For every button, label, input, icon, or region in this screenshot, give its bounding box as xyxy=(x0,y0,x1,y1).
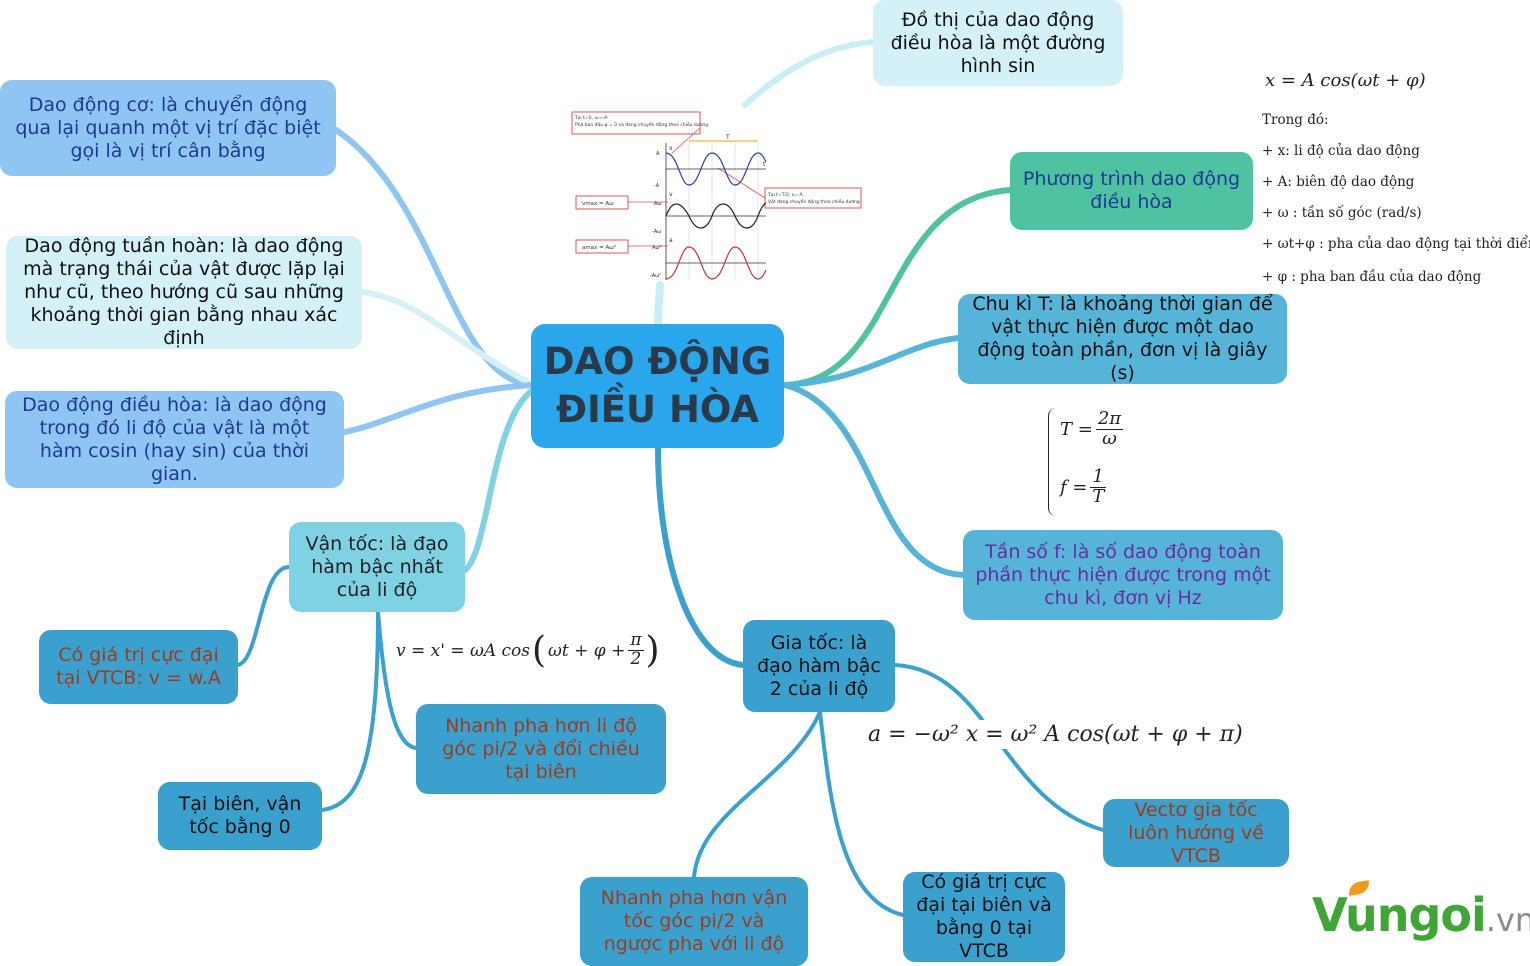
link-dieu-hoa xyxy=(342,382,536,435)
oscillation-graph: Tại t=0, x₀=-A Pha ban đầu φ = 0 và đang… xyxy=(571,111,862,280)
legend-item: + A: biên độ dao động xyxy=(1262,174,1415,190)
period-row: T = 2π ω xyxy=(1060,408,1124,449)
note-box-start xyxy=(571,111,701,135)
node-chu-ki[interactable]: Chu kì T: là khoảng thời gian để vật thự… xyxy=(958,293,1287,384)
link-chu-ki xyxy=(782,335,961,388)
brace xyxy=(1048,408,1057,516)
frequency-fraction: 1 T xyxy=(1090,466,1106,507)
tick-A: A xyxy=(656,151,660,157)
vmax-box xyxy=(575,195,629,210)
paren-close: ) xyxy=(645,630,660,671)
vungoi-logo[interactable]: Vungoi.vn xyxy=(1312,880,1530,942)
velocity-curve xyxy=(665,202,767,229)
frequency-row: f = 1 T xyxy=(1060,466,1106,507)
note-half-line2: Vật đang chuyển động theo chiều dương xyxy=(768,197,860,205)
node-dieu-hoa[interactable]: Dao động điều hòa: là dao động trong đó … xyxy=(5,391,344,488)
link-tan-so xyxy=(782,382,966,578)
amax-label: amax = Aω² xyxy=(582,244,616,251)
velocity-inner: ωt + φ + xyxy=(548,640,626,661)
formula-acceleration: a = −ω² x = ω² A cos(ωt + φ + π) xyxy=(864,720,1247,749)
node-amax[interactable]: Có giá trị cực đại tại biên và bằng 0 tạ… xyxy=(903,871,1065,962)
link-do-thi xyxy=(742,39,876,108)
period-lhs: T = xyxy=(1060,418,1093,440)
node-nhanh-pha-a[interactable]: Nhanh pha hơn vận tốc góc pi/2 và ngược … xyxy=(580,877,808,966)
velocity-lhs: v = x' = ωA cos xyxy=(396,640,530,661)
node-dao-dong-co[interactable]: Dao động cơ: là chuyển động qua lại quan… xyxy=(0,80,336,176)
node-nhanh-pha-v[interactable]: Nhanh pha hơn li độ góc pi/2 và đổi chiề… xyxy=(416,704,666,794)
period-label: T xyxy=(725,134,730,141)
fraction-numerator: π xyxy=(628,630,644,651)
link-vmax xyxy=(236,565,291,667)
legend-item: + ω : tần số góc (rad/s) xyxy=(1262,205,1422,221)
link-gia-toc xyxy=(655,445,746,668)
legend-title: Trong đó: xyxy=(1262,112,1329,128)
tick-minus-Aw2: -Aω² xyxy=(650,273,661,279)
paren-open: ( xyxy=(532,630,547,671)
note-box-half xyxy=(764,187,862,209)
axis-t-label: t xyxy=(763,161,766,168)
axis-x-label: x xyxy=(669,145,673,152)
note-start-line2: Pha ban đầu φ = 0 và đang chuyển động th… xyxy=(575,120,708,128)
logo-tld: .vn xyxy=(1485,901,1530,939)
fraction-denominator: 2 xyxy=(630,649,642,669)
tick-Aw2: Aω² xyxy=(652,245,662,251)
fraction-denominator: T xyxy=(1092,485,1105,507)
link-amax xyxy=(818,710,905,917)
graph-grid xyxy=(688,143,759,280)
node-tan-so[interactable]: Tần số f: là số dao động toàn phần thực … xyxy=(963,530,1283,620)
tick-minus-A: -A xyxy=(654,183,660,189)
formula-legend: Trong đó: + x: li độ của dao động + A: b… xyxy=(1262,70,1530,285)
note-half-line1: Tại t=T/2, x=-A xyxy=(767,192,804,198)
note-pointer xyxy=(671,127,701,154)
central-topic-line2: ĐIỀU HÒA xyxy=(555,388,760,431)
formula-velocity: v = x' = ωA cos ( ωt + φ + π 2 ) xyxy=(396,630,660,671)
velocity-fraction: π 2 xyxy=(628,630,644,669)
acceleration-curve xyxy=(665,246,767,280)
link-nhanh-pha-a xyxy=(692,710,822,879)
node-gia-toc[interactable]: Gia tốc: là đạo hàm bậc 2 của li độ xyxy=(743,620,895,712)
axis-a-label: a xyxy=(669,237,673,244)
node-tuan-hoan[interactable]: Dao động tuần hoàn: là dao động mà trạng… xyxy=(6,235,362,349)
node-van-toc[interactable]: Vận tốc: là đạo hàm bậc nhất của li độ xyxy=(289,522,465,612)
node-tai-bien[interactable]: Tại biên, vận tốc bằng 0 xyxy=(158,782,322,850)
period-fraction: 2π ω xyxy=(1095,408,1124,449)
logo-brand: Vungoi xyxy=(1312,888,1487,942)
legend-item: + ωt+φ : pha của dao động tại thời điểm … xyxy=(1262,236,1530,252)
legend-item: + x: li độ của dao động xyxy=(1262,143,1420,159)
link-graph xyxy=(654,281,664,329)
node-do-thi[interactable]: Đồ thị của dao động điều hòa là một đườn… xyxy=(873,0,1123,86)
node-vecto[interactable]: Vectơ gia tốc luôn hướng về VTCB xyxy=(1103,799,1289,867)
link-tai-bien xyxy=(320,610,380,812)
tick-minus-Aw: -Aω xyxy=(652,229,661,235)
central-topic[interactable]: DAO ĐỘNG ĐIỀU HÒA xyxy=(531,324,784,448)
node-phuong-trinh[interactable]: Phương trình dao động điều hòa xyxy=(1010,152,1253,230)
note-start-line1: Tại t=0, x₀=-A xyxy=(574,115,608,121)
frequency-lhs: f = xyxy=(1060,476,1088,498)
amax-box xyxy=(575,239,629,254)
fraction-numerator: 1 xyxy=(1090,466,1106,488)
link-phuong-trinh xyxy=(782,187,1013,388)
link-nhanh-pha-v xyxy=(376,610,418,750)
link-van-toc xyxy=(462,387,536,573)
central-topic-line1: DAO ĐỘNG xyxy=(543,340,772,383)
link-tuan-hoan xyxy=(359,289,536,388)
displacement-curve xyxy=(665,152,767,186)
vmax-label: vmax = Aω xyxy=(582,201,614,207)
axis-v-label: v xyxy=(669,191,673,198)
node-vmax[interactable]: Có giá trị cực đại tại VTCB: v = w.A xyxy=(39,630,238,704)
fraction-numerator: 2π xyxy=(1095,408,1124,430)
link-dao-dong-co xyxy=(333,127,536,388)
tick-Aw: Aω xyxy=(654,201,662,207)
fraction-denominator: ω xyxy=(1102,427,1117,449)
graph-axes xyxy=(665,143,766,280)
legend-item: + φ : pha ban đầu của dao động xyxy=(1262,269,1482,285)
formula-position: x = A cos(ωt + φ) xyxy=(1265,70,1426,91)
